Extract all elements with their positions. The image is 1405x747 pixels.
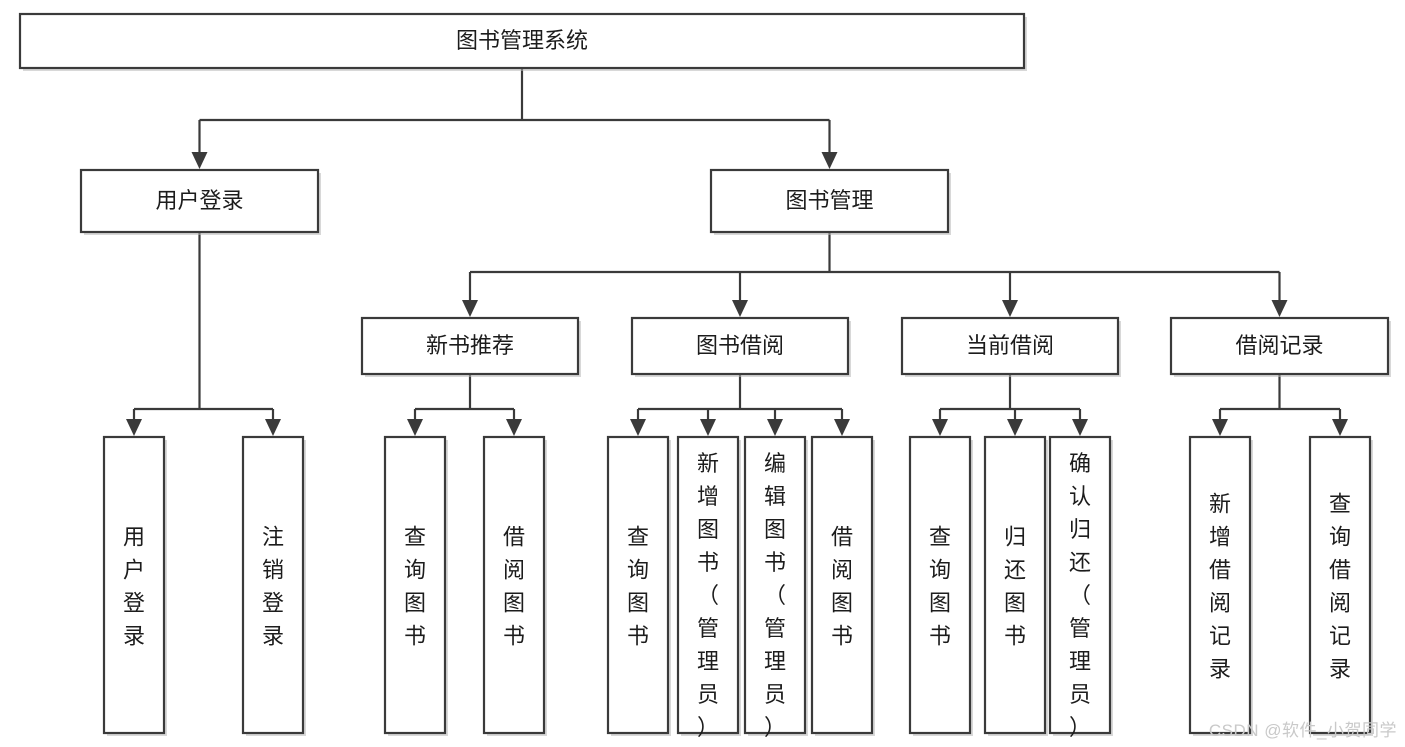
- arrow-head-icon-leaf-confirm-return: [1072, 419, 1088, 436]
- arrow-head-icon-leaf-query-record: [1332, 419, 1348, 436]
- node-label-leaf-query-book-3: 查询图书: [929, 525, 951, 649]
- node-box-new-book-rec[interactable]: [360, 316, 580, 376]
- node-label-leaf-borrow-book-1: 借阅图书: [503, 525, 525, 649]
- node-leaf-add-record[interactable]: 新增借阅记录: [1188, 435, 1253, 736]
- node-box-borrow-record[interactable]: [1169, 316, 1390, 376]
- node-layer: 图书管理系统用户登录图书管理新书推荐图书借阅当前借阅借阅记录用户登录注销登录查询…: [18, 12, 1391, 740]
- node-box-leaf-borrow-book-1[interactable]: [482, 435, 546, 735]
- node-label-book-manage: 图书管理: [785, 188, 873, 213]
- node-label-new-book-rec: 新书推荐: [426, 333, 514, 358]
- node-new-book-rec[interactable]: 新书推荐: [360, 316, 581, 377]
- node-label-leaf-query-record: 查询借阅记录: [1329, 492, 1351, 682]
- node-box-root[interactable]: [18, 12, 1026, 70]
- node-box-leaf-return-book[interactable]: [983, 435, 1047, 735]
- node-borrow-record[interactable]: 借阅记录: [1169, 316, 1391, 377]
- node-leaf-edit-book[interactable]: 编辑图书（管理员）: [743, 435, 808, 740]
- connector-layer: [126, 68, 1348, 436]
- arrow-head-icon-leaf-user-login: [126, 419, 142, 436]
- arrow-head-icon-new-book-rec: [462, 300, 478, 317]
- node-leaf-confirm-return[interactable]: 确认归还（管理员）: [1048, 435, 1113, 740]
- node-leaf-query-book-2[interactable]: 查询图书: [606, 435, 671, 736]
- node-leaf-logout[interactable]: 注销登录: [241, 435, 306, 736]
- arrow-head-icon-user-login: [191, 152, 208, 169]
- node-box-book-borrow[interactable]: [630, 316, 850, 376]
- arrow-head-icon-leaf-query-book-3: [932, 419, 948, 436]
- arrow-head-icon-leaf-query-book-1: [407, 419, 423, 436]
- node-box-leaf-user-login[interactable]: [102, 435, 166, 735]
- node-label-borrow-record: 借阅记录: [1235, 333, 1323, 358]
- node-box-leaf-add-record[interactable]: [1188, 435, 1252, 735]
- node-leaf-return-book[interactable]: 归还图书: [983, 435, 1048, 736]
- arrow-head-icon-leaf-edit-book: [767, 419, 783, 436]
- node-label-leaf-confirm-return: 确认归还（管理员）: [1069, 451, 1091, 740]
- node-current-borrow[interactable]: 当前借阅: [900, 316, 1121, 377]
- node-leaf-query-book-3[interactable]: 查询图书: [908, 435, 973, 736]
- node-leaf-borrow-book-1[interactable]: 借阅图书: [482, 435, 547, 736]
- node-label-leaf-query-book-1: 查询图书: [404, 525, 426, 649]
- node-user-login[interactable]: 用户登录: [79, 168, 321, 235]
- node-label-leaf-add-book: 新增图书（管理员）: [697, 451, 719, 740]
- arrow-head-icon-current-borrow: [1002, 300, 1018, 317]
- node-book-manage[interactable]: 图书管理: [709, 168, 951, 235]
- arrow-head-icon-leaf-logout: [265, 419, 281, 436]
- arrow-head-icon-leaf-add-book: [700, 419, 716, 436]
- node-label-leaf-user-login: 用户登录: [123, 525, 145, 649]
- node-label-current-borrow: 当前借阅: [966, 333, 1054, 358]
- node-box-leaf-query-book-2[interactable]: [606, 435, 670, 735]
- arrow-head-icon-leaf-borrow-book-1: [506, 419, 522, 436]
- node-leaf-query-record[interactable]: 查询借阅记录: [1308, 435, 1373, 736]
- node-box-current-borrow[interactable]: [900, 316, 1120, 376]
- node-leaf-query-book-1[interactable]: 查询图书: [383, 435, 448, 736]
- node-label-leaf-borrow-book-2: 借阅图书: [831, 525, 853, 649]
- node-box-leaf-logout[interactable]: [241, 435, 305, 735]
- arrow-head-icon-leaf-return-book: [1007, 419, 1023, 436]
- node-label-leaf-edit-book: 编辑图书（管理员）: [764, 451, 786, 740]
- arrow-head-icon-leaf-add-record: [1212, 419, 1228, 436]
- node-box-leaf-query-record[interactable]: [1308, 435, 1372, 735]
- arrow-head-icon-book-manage: [821, 152, 838, 169]
- arrow-head-icon-borrow-record: [1271, 300, 1288, 317]
- node-label-leaf-query-book-2: 查询图书: [627, 525, 649, 649]
- node-box-leaf-edit-book[interactable]: [743, 435, 807, 735]
- node-label-leaf-return-book: 归还图书: [1004, 525, 1026, 649]
- node-box-book-manage[interactable]: [709, 168, 950, 234]
- node-box-leaf-add-book[interactable]: [676, 435, 740, 735]
- arrow-head-icon-book-borrow: [732, 300, 748, 317]
- node-box-leaf-query-book-1[interactable]: [383, 435, 447, 735]
- node-label-root: 图书管理系统: [456, 28, 588, 53]
- node-label-leaf-logout: 注销登录: [262, 525, 284, 649]
- node-leaf-add-book[interactable]: 新增图书（管理员）: [676, 435, 741, 740]
- node-leaf-user-login[interactable]: 用户登录: [102, 435, 167, 736]
- node-label-leaf-add-record: 新增借阅记录: [1209, 492, 1231, 682]
- arrow-head-icon-leaf-borrow-book-2: [834, 419, 850, 436]
- node-box-leaf-borrow-book-2[interactable]: [810, 435, 874, 735]
- node-label-book-borrow: 图书借阅: [696, 333, 784, 358]
- watermark-text: CSDN @软件_小贺同学: [1208, 721, 1397, 740]
- node-book-borrow[interactable]: 图书借阅: [630, 316, 851, 377]
- node-label-user-login: 用户登录: [155, 188, 243, 213]
- node-box-leaf-confirm-return[interactable]: [1048, 435, 1112, 735]
- arrow-head-icon-leaf-query-book-2: [630, 419, 646, 436]
- node-box-leaf-query-book-3[interactable]: [908, 435, 972, 735]
- node-box-user-login[interactable]: [79, 168, 320, 234]
- node-root[interactable]: 图书管理系统: [18, 12, 1027, 71]
- node-leaf-borrow-book-2[interactable]: 借阅图书: [810, 435, 875, 736]
